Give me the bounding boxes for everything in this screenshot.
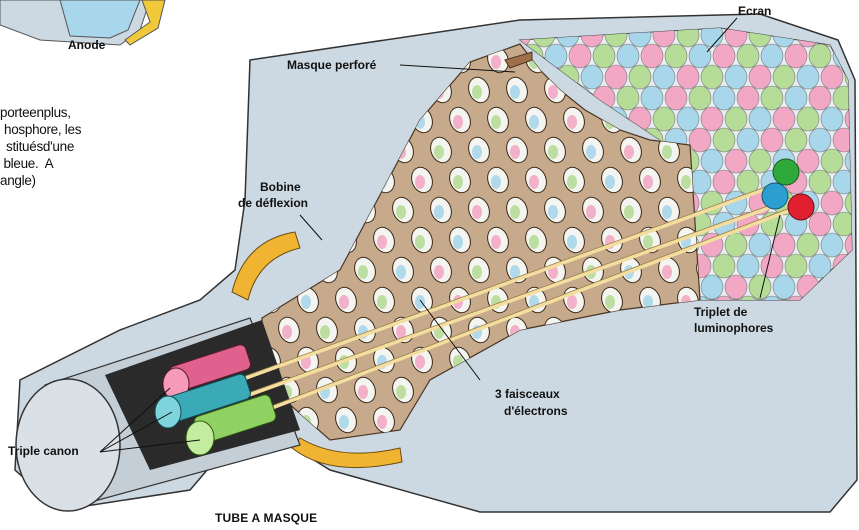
phosphor-dot bbox=[701, 275, 723, 299]
phosphor-dot bbox=[653, 107, 675, 131]
text-line: angle) bbox=[0, 172, 81, 189]
phosphor-dot bbox=[713, 254, 735, 278]
phosphor-dot bbox=[773, 275, 795, 299]
phosphor-dot bbox=[773, 65, 795, 89]
phosphor-dot bbox=[725, 65, 747, 89]
label-deflexion: de déflexion bbox=[238, 196, 308, 211]
phosphor-dot bbox=[773, 107, 795, 131]
label-triple-canon: Triple canon bbox=[8, 444, 79, 459]
phosphor-dot bbox=[809, 170, 831, 194]
phosphor-dot bbox=[749, 65, 771, 89]
phosphor-dot bbox=[641, 44, 663, 68]
phosphor-dot bbox=[581, 65, 603, 89]
phosphor-dot bbox=[749, 233, 771, 257]
phosphor-dot bbox=[701, 65, 723, 89]
phosphor-dot bbox=[641, 86, 663, 110]
phosphor-dot bbox=[821, 191, 843, 215]
phosphor-dot bbox=[749, 107, 771, 131]
phosphor-dot bbox=[677, 107, 699, 131]
phosphor-dot bbox=[593, 44, 615, 68]
label-electrons: d'électrons bbox=[504, 404, 568, 419]
phosphor-dot bbox=[821, 107, 843, 131]
phosphor-dot bbox=[761, 86, 783, 110]
phosphor-dot bbox=[713, 128, 735, 152]
phosphor-dot bbox=[785, 86, 807, 110]
phosphor-dot bbox=[845, 23, 859, 47]
text-line: bleue. A bbox=[0, 155, 81, 172]
phosphor-dot bbox=[713, 44, 735, 68]
figure-caption: TUBE A MASQUE bbox=[215, 511, 317, 525]
phosphor-dot bbox=[797, 107, 819, 131]
phosphor-dot bbox=[749, 149, 771, 173]
phosphor-dot bbox=[773, 233, 795, 257]
phosphor-dot bbox=[797, 65, 819, 89]
phosphor-dot bbox=[713, 86, 735, 110]
phosphor-dot bbox=[701, 107, 723, 131]
label-ecran: Ecran bbox=[738, 4, 771, 19]
phosphor-dot bbox=[749, 275, 771, 299]
phosphor-dot bbox=[617, 86, 639, 110]
text-line: stituésd'une bbox=[0, 138, 81, 155]
phosphor-dot bbox=[677, 65, 699, 89]
phosphor-dot bbox=[797, 149, 819, 173]
phosphor-dot bbox=[737, 254, 759, 278]
phosphor-dot bbox=[665, 44, 687, 68]
phosphor-dot bbox=[821, 65, 843, 89]
phosphor-dot bbox=[725, 233, 747, 257]
label-bobine: Bobine bbox=[260, 180, 301, 195]
phosphor-dot bbox=[785, 128, 807, 152]
phosphor-dot bbox=[761, 128, 783, 152]
phosphor-dot bbox=[569, 44, 591, 68]
phosphor-dot bbox=[737, 128, 759, 152]
phosphor-dot bbox=[809, 212, 831, 236]
phosphor-dot bbox=[665, 86, 687, 110]
phosphor-dot bbox=[605, 65, 627, 89]
text-fragment: porteenplus, hosphore, les stituésd'une … bbox=[0, 104, 81, 189]
phosphor-dot bbox=[713, 170, 735, 194]
phosphor-dot bbox=[617, 44, 639, 68]
phosphor-dot bbox=[737, 44, 759, 68]
phosphor-dot bbox=[821, 233, 843, 257]
phosphor-dot bbox=[761, 254, 783, 278]
phosphor-dot bbox=[689, 86, 711, 110]
phosphor-dot bbox=[689, 44, 711, 68]
phosphor-dot bbox=[725, 275, 747, 299]
phosphor-dot bbox=[809, 128, 831, 152]
phosphor-dot bbox=[629, 65, 651, 89]
phosphor-dot bbox=[761, 44, 783, 68]
phosphor-dot bbox=[809, 86, 831, 110]
phosphor-dot bbox=[725, 107, 747, 131]
phosphor-dot bbox=[797, 233, 819, 257]
phosphor-dot bbox=[689, 128, 711, 152]
label-faisceaux: 3 faisceaux bbox=[495, 387, 560, 402]
label-triplet: Triplet de bbox=[694, 305, 747, 320]
phosphor-dot bbox=[785, 254, 807, 278]
phosphor-dot bbox=[725, 149, 747, 173]
phosphor-dot bbox=[821, 149, 843, 173]
text-line: porteenplus, bbox=[0, 104, 81, 121]
phosphor-dot bbox=[785, 44, 807, 68]
phosphor-dot bbox=[809, 44, 831, 68]
label-luminophores: luminophores bbox=[694, 321, 773, 336]
phosphor-dot bbox=[737, 86, 759, 110]
phosphor-dot bbox=[701, 149, 723, 173]
text-line: hosphore, les bbox=[0, 121, 81, 138]
label-masque-perfore: Masque perforé bbox=[287, 58, 376, 73]
label-anode: Anode bbox=[68, 38, 105, 53]
phosphor-dot bbox=[653, 65, 675, 89]
